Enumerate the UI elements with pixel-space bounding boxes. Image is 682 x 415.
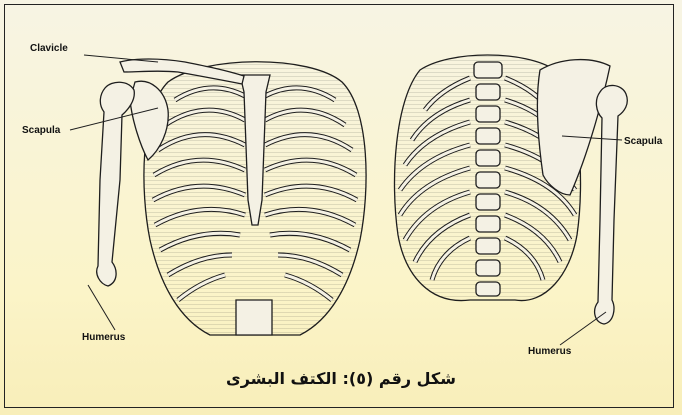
back-humerus: [595, 85, 628, 324]
scapula-right-label: Scapula: [624, 136, 662, 147]
scapula-left-label: Scapula: [22, 125, 60, 136]
posterior-view: [394, 55, 627, 324]
anterior-view: [97, 59, 366, 335]
front-humerus: [97, 82, 135, 286]
humerus-left-label: Humerus: [82, 332, 125, 343]
humerus-left-leader: [88, 285, 115, 330]
clavicle-label: Clavicle: [30, 43, 68, 54]
back-scapula: [537, 60, 610, 195]
humerus-right-leader: [560, 312, 606, 345]
spine: [474, 62, 502, 296]
figure-caption: شكل رقم (٥): الكتف البشرى: [0, 369, 682, 388]
humerus-right-label: Humerus: [528, 346, 571, 357]
lumbar-front: [236, 300, 272, 335]
